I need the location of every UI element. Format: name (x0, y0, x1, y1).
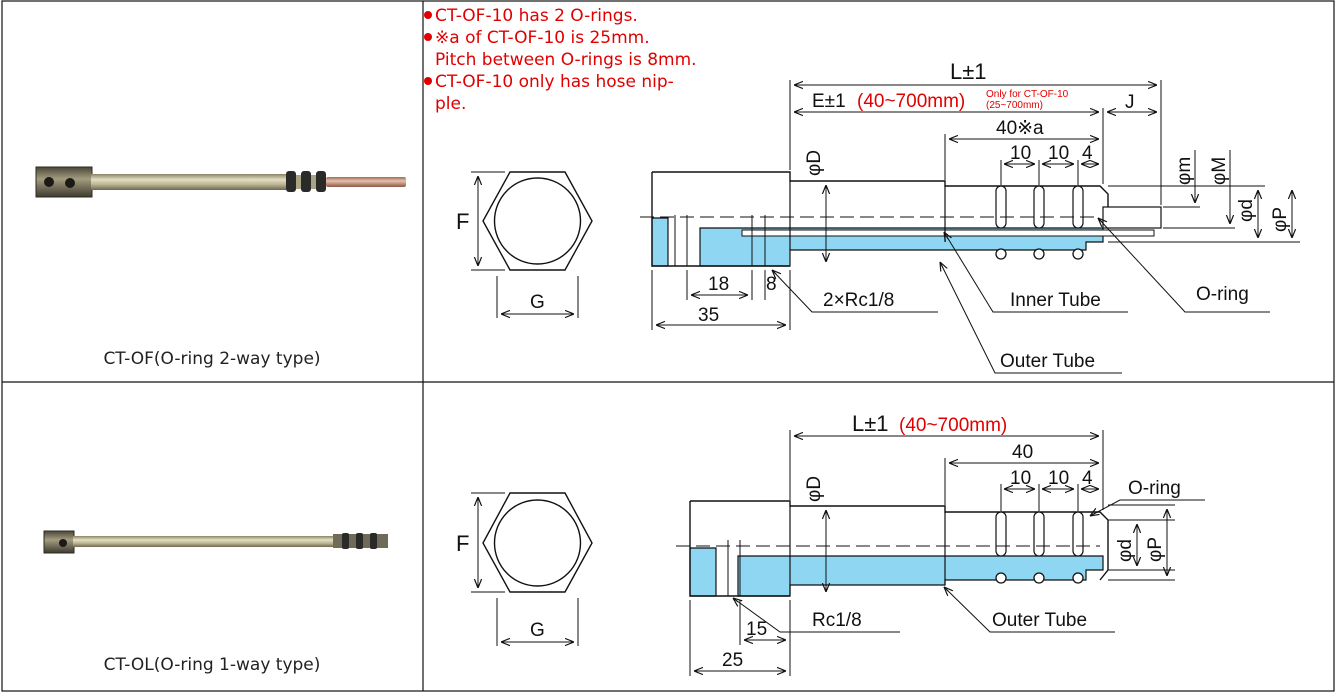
caption-ct-ol: CT-OL(O-ring 1-way type) (103, 655, 321, 675)
dim-e: E±1 (812, 91, 846, 112)
dimensions-ct-of (651, 80, 1300, 374)
callout-port-2: Rc1/8 (812, 610, 862, 631)
hex-view-ct-of (471, 171, 593, 318)
note-line-1: CT-OF-10 has 2 O-rings. (435, 6, 638, 26)
dim-40a: 40※a (996, 118, 1044, 139)
product-photo-ct-ol (43, 530, 388, 554)
dim-10-first: 10 (1010, 143, 1031, 164)
hex-f-label: F (456, 209, 469, 234)
dim-phi-m-large: φM (1209, 157, 1230, 185)
dim-25: 25 (722, 650, 743, 671)
dim-only-range: (25~700mm) (986, 100, 1043, 111)
dim-10-second-2: 10 (1048, 468, 1069, 489)
note-bullet (424, 77, 432, 85)
hex-g-label: G (530, 292, 545, 313)
dim-4: 4 (1082, 143, 1093, 164)
hex-f-label-2: F (456, 531, 469, 556)
dim-35: 35 (698, 305, 719, 326)
dim-10-first-2: 10 (1010, 468, 1031, 489)
dim-phi-d-small-2: φd (1115, 539, 1136, 562)
note-line-4: CT-OF-10 only has hose nip- (435, 72, 674, 92)
dimension-arrows-ct-of (772, 218, 1103, 274)
callout-o-ring: O-ring (1196, 284, 1249, 305)
callout-inner-tube: Inner Tube (1010, 290, 1101, 311)
dimensions-ct-ol (689, 430, 1205, 676)
dim-l-range-2: (40~700mm) (899, 415, 1007, 436)
note-line-5: ple. (435, 94, 466, 114)
callout-port: 2×Rc1/8 (823, 290, 894, 311)
dim-18: 18 (708, 274, 729, 295)
product-photo-ct-of (35, 166, 406, 198)
caption-ct-of: CT-OF(O-ring 2-way type) (103, 349, 321, 369)
dim-8: 8 (766, 274, 777, 295)
side-view-ct-ol (676, 500, 1109, 597)
side-view-ct-of (640, 171, 1162, 267)
dim-j: J (1125, 92, 1135, 113)
note-bullet (424, 33, 432, 41)
notes-block: CT-OF-10 has 2 O-rings. ※a of CT-OF-10 i… (424, 6, 697, 114)
note-line-2: ※a of CT-OF-10 is 25mm. (435, 28, 650, 48)
dim-10-second: 10 (1048, 143, 1069, 164)
dim-15: 15 (746, 619, 767, 640)
dim-phi-d-outer: φD (804, 150, 825, 176)
dim-only-note: Only for CT-OF-10 (986, 89, 1069, 100)
dim-phi-p-2: φP (1145, 537, 1166, 562)
dim-l-2: L±1 (852, 411, 889, 436)
dimension-arrows-ct-ol (733, 513, 1095, 602)
callout-outer-tube: Outer Tube (1000, 351, 1095, 372)
dim-4-2: 4 (1082, 468, 1093, 489)
callout-outer-tube-2: Outer Tube (992, 610, 1087, 631)
dim-l: L±1 (950, 59, 987, 84)
dim-phi-d-outer-2: φD (804, 476, 825, 502)
note-bullet (424, 11, 432, 19)
dim-e-range: (40~700mm) (857, 91, 965, 112)
callout-o-ring-2: O-ring (1128, 478, 1181, 499)
hex-view-ct-ol (471, 492, 593, 646)
dim-phi-m-small: φm (1174, 157, 1195, 185)
note-line-3: Pitch between O-rings is 8mm. (435, 50, 697, 70)
dim-phi-p: φP (1270, 207, 1291, 232)
dim-40-2: 40 (1012, 442, 1033, 463)
dim-phi-d-small: φd (1236, 199, 1257, 222)
hex-g-label-2: G (530, 620, 545, 641)
